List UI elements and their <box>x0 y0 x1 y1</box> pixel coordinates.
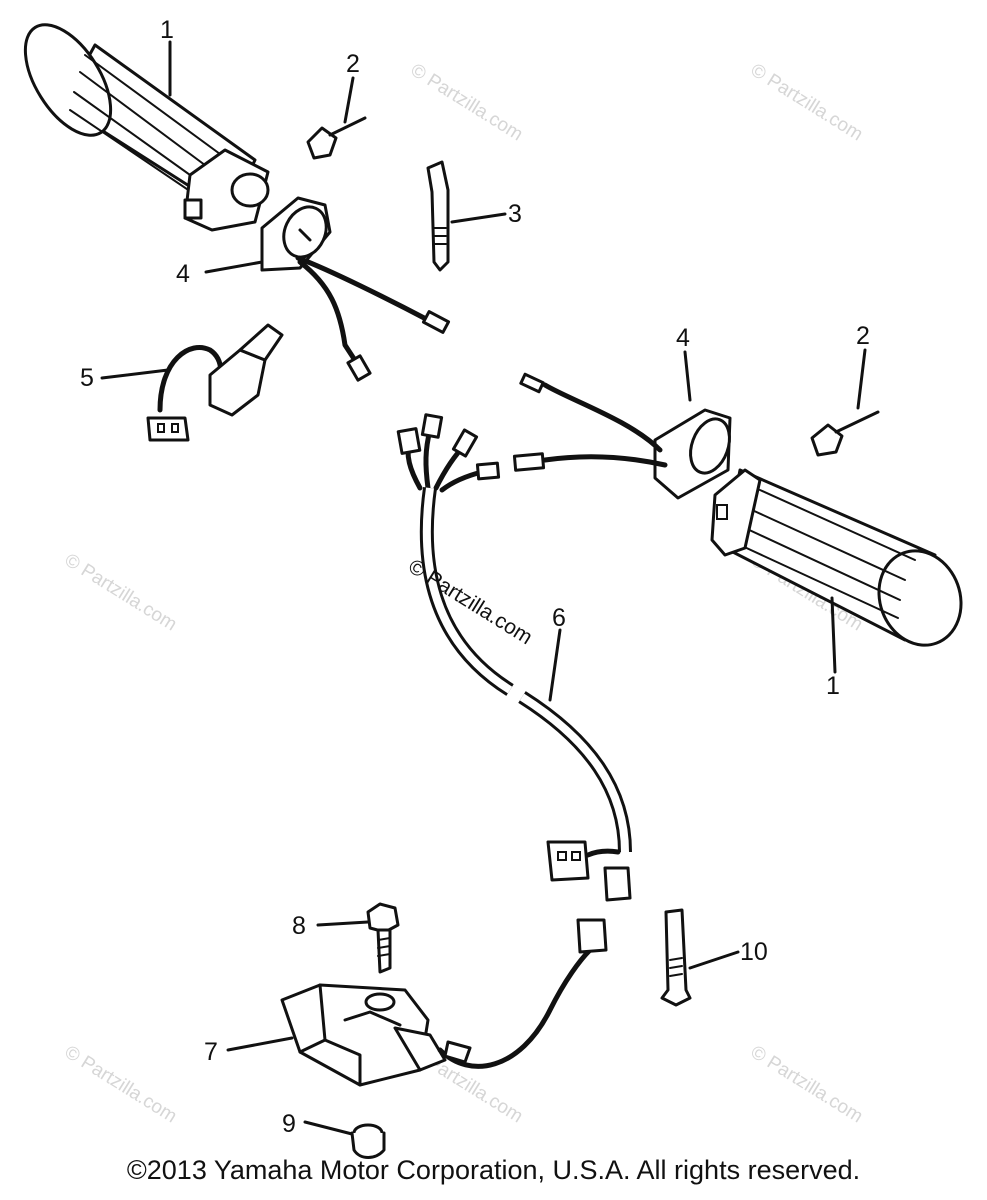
callout-8: 8 <box>292 912 306 940</box>
switch-housing-right-icon <box>512 372 732 500</box>
wire-harness-icon <box>396 413 632 902</box>
callout-5: 5 <box>80 364 94 392</box>
leader-lines <box>100 40 867 1136</box>
grip-left-icon <box>23 23 270 232</box>
rivet-left-icon <box>306 116 367 160</box>
callout-3: 3 <box>508 200 522 228</box>
callout-4-right: 4 <box>676 324 690 352</box>
relay-block-icon <box>280 918 608 1087</box>
callout-10: 10 <box>740 938 768 966</box>
grip-right-icon <box>710 468 963 647</box>
bolt-icon <box>366 902 400 974</box>
callout-1-left: 1 <box>160 16 174 44</box>
cable-tie-right-icon <box>660 908 692 1007</box>
callout-9: 9 <box>282 1110 296 1138</box>
rivet-right-icon <box>810 410 880 457</box>
cap-icon <box>350 1123 386 1159</box>
copyright-text: ©2013 Yamaha Motor Corporation, U.S.A. A… <box>126 1155 861 1185</box>
callout-7: 7 <box>204 1038 218 1066</box>
switch-housing-left-icon <box>260 196 451 382</box>
callout-6: 6 <box>552 604 566 632</box>
callout-2-right: 2 <box>856 322 870 350</box>
callout-1-right: 1 <box>826 672 840 700</box>
callout-4-left: 4 <box>176 260 190 288</box>
toggle-switch-icon <box>146 323 284 442</box>
callout-2-left: 2 <box>346 50 360 78</box>
cable-tie-icon <box>426 160 450 272</box>
